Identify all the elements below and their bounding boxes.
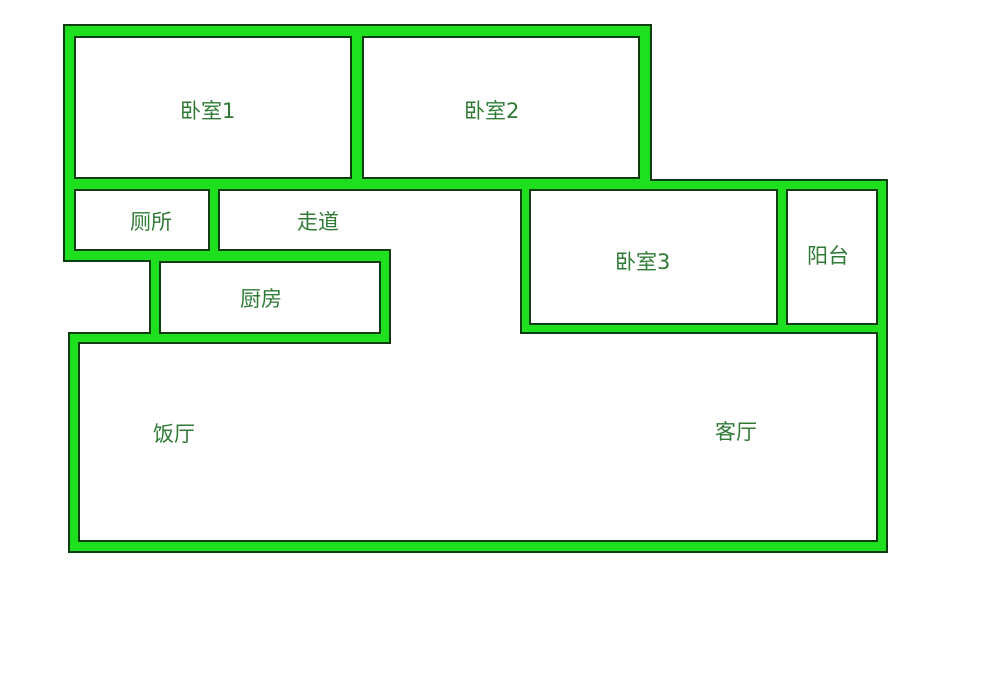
label-corridor: 走道 (297, 210, 339, 234)
room-open-area (78, 189, 878, 542)
label-toilet: 厕所 (130, 210, 172, 234)
label-living: 客厅 (715, 420, 757, 444)
label-dining: 饭厅 (153, 422, 195, 446)
room-toilet (74, 189, 210, 251)
room-bedroom2 (362, 36, 640, 179)
label-bedroom2: 卧室2 (464, 99, 519, 123)
room-balcony (786, 189, 878, 325)
label-bedroom3: 卧室3 (615, 250, 670, 274)
label-kitchen: 厨房 (240, 287, 282, 311)
label-bedroom1: 卧室1 (180, 99, 235, 123)
room-bedroom3 (529, 189, 778, 325)
room-bedroom1 (74, 36, 352, 179)
label-balcony: 阳台 (807, 244, 849, 268)
room-kitchen (159, 261, 381, 334)
